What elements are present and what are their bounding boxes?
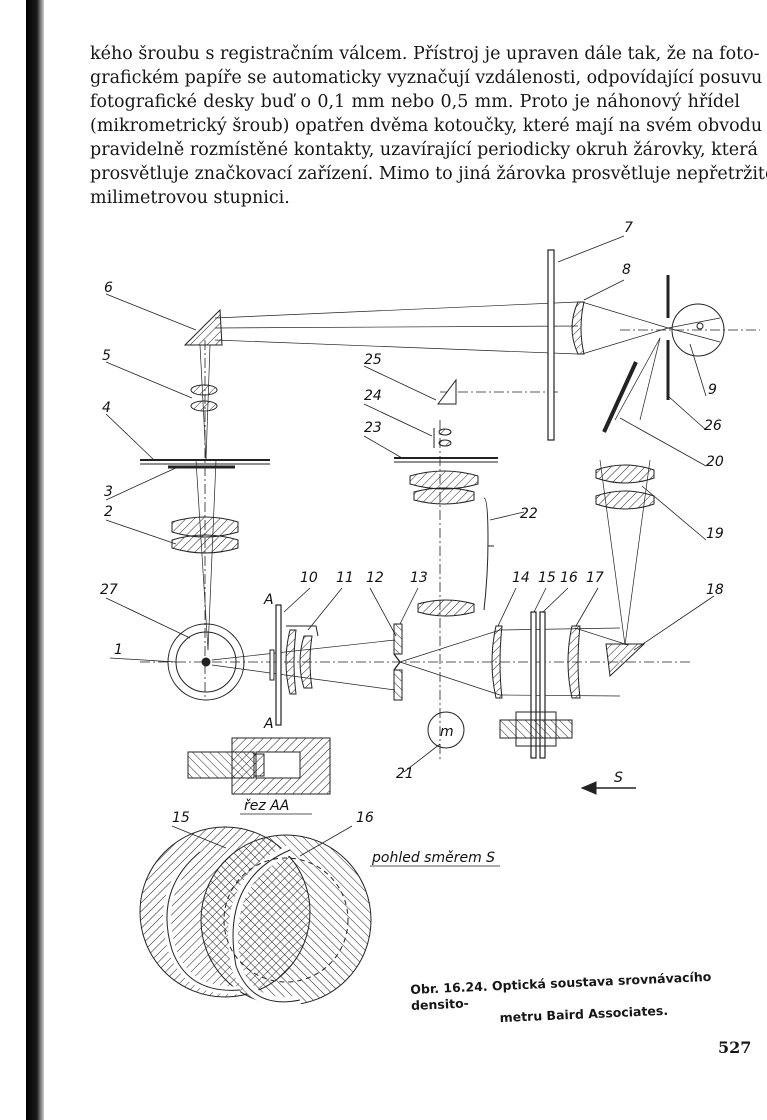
- label-6: 6: [104, 280, 113, 296]
- label-a-bottom: A: [263, 716, 274, 732]
- label-27: 27: [100, 582, 118, 598]
- body-text: kého šroubu s registračním válcem. Příst…: [90, 42, 767, 210]
- direction-arrow-s: [580, 781, 636, 795]
- motor-21: m: [427, 711, 465, 749]
- label-s: S: [614, 770, 623, 786]
- label-15: 15: [538, 570, 556, 586]
- label-19: 19: [706, 526, 724, 542]
- label-16: 16: [560, 570, 578, 586]
- view-s-label: pohled směrem S: [371, 850, 495, 866]
- discs-15-16: [499, 611, 573, 759]
- label-14: 14: [512, 570, 530, 586]
- prism-6: [183, 308, 223, 346]
- label-16-view: 16: [356, 810, 374, 826]
- text-line: fotografické desky buď o 0,1 mm nebo 0,5…: [90, 92, 740, 112]
- text-line: grafickém papíře se automaticky vyznačuj…: [90, 68, 763, 88]
- figure-labels: 6 5 4 3 2 27 1 7 8 9 26 20 19 25 24 23 2…: [100, 220, 724, 866]
- lens-8: [571, 301, 585, 355]
- section-aa-label: řez AA: [244, 798, 289, 814]
- label-18: 18: [706, 582, 724, 598]
- label-4: 4: [102, 400, 111, 416]
- label-2: 2: [104, 504, 113, 520]
- leader-lines: [105, 235, 715, 857]
- lens-group-22: [409, 470, 494, 617]
- plate-10: [269, 604, 282, 726]
- lens-24: [433, 428, 452, 448]
- label-10: 10: [300, 570, 318, 586]
- label-15-view: 15: [172, 810, 190, 826]
- lens-14: [491, 625, 503, 699]
- label-23: 23: [364, 420, 382, 436]
- label-21: 21: [396, 766, 414, 782]
- plate-7: [547, 249, 555, 441]
- light-beam: [599, 337, 661, 646]
- label-20: 20: [706, 454, 724, 470]
- aperture-13: [393, 623, 403, 701]
- label-17: 17: [586, 570, 604, 586]
- label-a-top: A: [263, 592, 274, 608]
- prism-18: [605, 643, 646, 678]
- label-5: 5: [102, 348, 111, 364]
- lens-group-11: [285, 625, 319, 695]
- text-line: prosvětluje značkovací zařízení. Mimo to…: [90, 164, 767, 184]
- label-25: 25: [364, 352, 382, 368]
- lens-5: [190, 384, 218, 412]
- light-beam: [214, 301, 721, 355]
- mirror-20: [602, 361, 638, 433]
- label-1: 1: [114, 642, 123, 658]
- label-26: 26: [704, 418, 722, 434]
- label-12: 12: [366, 570, 384, 586]
- svg-text:m: m: [440, 724, 454, 740]
- text-line: (mikrometrický šroub) opatřen dvěma koto…: [90, 116, 763, 136]
- plate-23: [394, 457, 498, 463]
- condenser-lenses-2: [171, 516, 239, 554]
- label-underlines: [240, 813, 500, 867]
- prism-25: [437, 378, 457, 405]
- lamp-1: [167, 623, 245, 701]
- label-8: 8: [622, 262, 631, 278]
- lens-17: [567, 625, 581, 699]
- plate-4: [140, 459, 270, 469]
- label-9: 9: [708, 382, 717, 398]
- label-22: 22: [520, 506, 538, 522]
- text-line: milimetrovou stupnici.: [90, 188, 290, 208]
- view-s-discs: [139, 826, 372, 1007]
- lenses-19: [595, 464, 655, 510]
- page-number: 527: [718, 1038, 752, 1057]
- text-line: pravidelně rozmístěné kontakty, uzavíraj…: [90, 140, 758, 160]
- book-spine-shadow: [26, 0, 44, 1120]
- section-aa-drawing: [187, 737, 331, 795]
- label-13: 13: [410, 570, 428, 586]
- label-11: 11: [336, 570, 354, 586]
- drum-9: [671, 303, 725, 357]
- label-3: 3: [104, 484, 113, 500]
- label-24: 24: [364, 388, 382, 404]
- label-7: 7: [624, 220, 633, 236]
- text-line: kého šroubu s registračním válcem. Příst…: [90, 44, 760, 64]
